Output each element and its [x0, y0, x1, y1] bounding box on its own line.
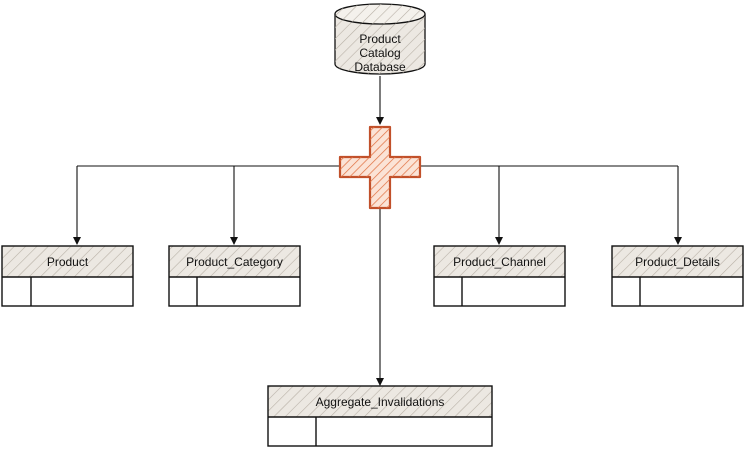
table-product-category	[168, 245, 301, 307]
database-label-line-1: Product	[359, 32, 401, 46]
table-product-channel	[433, 245, 566, 307]
connectors	[73, 76, 682, 386]
database-label-line-3: Database	[354, 60, 406, 74]
database-label: Product Catalog Database	[335, 32, 425, 74]
table-aggregate-invalidations	[267, 385, 493, 447]
table-product	[1, 245, 134, 307]
database-label-line-2: Catalog	[359, 46, 401, 60]
table-product-details	[611, 245, 744, 307]
database-cylinder	[334, 3, 426, 75]
plus-icon	[338, 125, 422, 210]
